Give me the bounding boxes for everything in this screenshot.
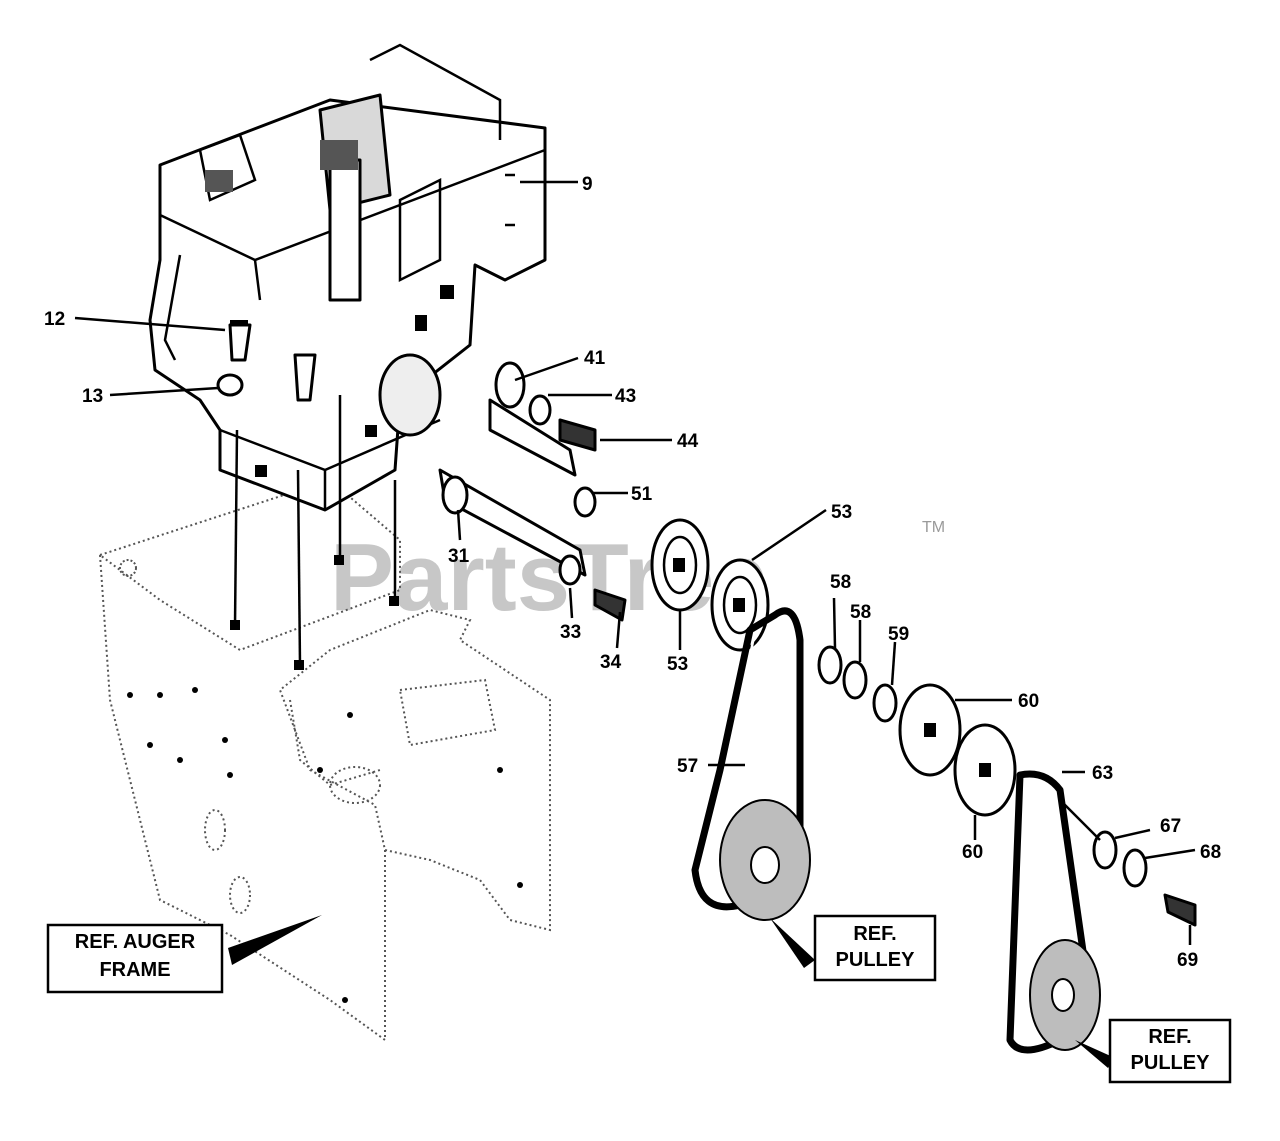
ref-pulley-1-line2: PULLEY bbox=[836, 949, 916, 971]
spacers bbox=[817, 645, 898, 723]
callout-33: 33 bbox=[560, 622, 581, 643]
mounting-bolts bbox=[230, 395, 399, 670]
ref-pulley-box-1: REF. PULLEY bbox=[813, 914, 937, 982]
callout-13: 13 bbox=[82, 386, 103, 407]
callout-53-bottom: 53 bbox=[667, 654, 688, 675]
watermark-trademark: TM bbox=[922, 519, 945, 536]
ref-pulley-2-graphic bbox=[1029, 939, 1101, 1051]
callout-34: 34 bbox=[600, 652, 622, 673]
ref-pulley-1-graphic bbox=[719, 799, 811, 921]
callout-59: 59 bbox=[888, 624, 909, 645]
bracket bbox=[378, 353, 587, 577]
callout-67: 67 bbox=[1160, 816, 1181, 837]
engine bbox=[148, 43, 547, 512]
ref-pulley-2-line2: PULLEY bbox=[1131, 1052, 1211, 1074]
callout-58-top: 58 bbox=[830, 572, 851, 593]
callout-41: 41 bbox=[584, 348, 606, 369]
ref-pulley-2-line1: REF. bbox=[1148, 1026, 1191, 1048]
callout-9: 9 bbox=[582, 174, 593, 195]
callout-53-top: 53 bbox=[831, 502, 852, 523]
hardware bbox=[216, 323, 627, 622]
reference-arrows bbox=[228, 915, 1115, 1068]
callout-68: 68 bbox=[1200, 842, 1221, 863]
callout-60-right: 60 bbox=[1018, 691, 1039, 712]
ref-pulley-box-2: REF. PULLEY bbox=[1108, 1018, 1232, 1084]
callout-44: 44 bbox=[677, 431, 699, 452]
callout-58-bottom: 58 bbox=[850, 602, 871, 623]
discs-60 bbox=[898, 683, 1017, 817]
leader-lines bbox=[74, 180, 1196, 945]
callout-51: 51 bbox=[631, 484, 653, 505]
hardware-67-69 bbox=[1092, 830, 1197, 927]
ref-auger-frame-line2: FRAME bbox=[99, 959, 170, 981]
callout-43: 43 bbox=[615, 386, 636, 407]
ref-pulley-1-line1: REF. bbox=[853, 923, 896, 945]
callout-57: 57 bbox=[677, 756, 698, 777]
callout-69: 69 bbox=[1177, 950, 1198, 971]
callout-labels: 9 12 13 41 43 44 51 31 33 34 53 53 58 58… bbox=[44, 174, 1221, 971]
callout-60-bottom: 60 bbox=[962, 842, 983, 863]
ref-auger-frame-line1: REF. AUGER bbox=[75, 931, 196, 953]
callout-63: 63 bbox=[1092, 763, 1113, 784]
callout-12: 12 bbox=[44, 309, 65, 330]
ref-auger-frame-box: REF. AUGER FRAME bbox=[46, 923, 224, 994]
callout-31: 31 bbox=[448, 546, 470, 567]
